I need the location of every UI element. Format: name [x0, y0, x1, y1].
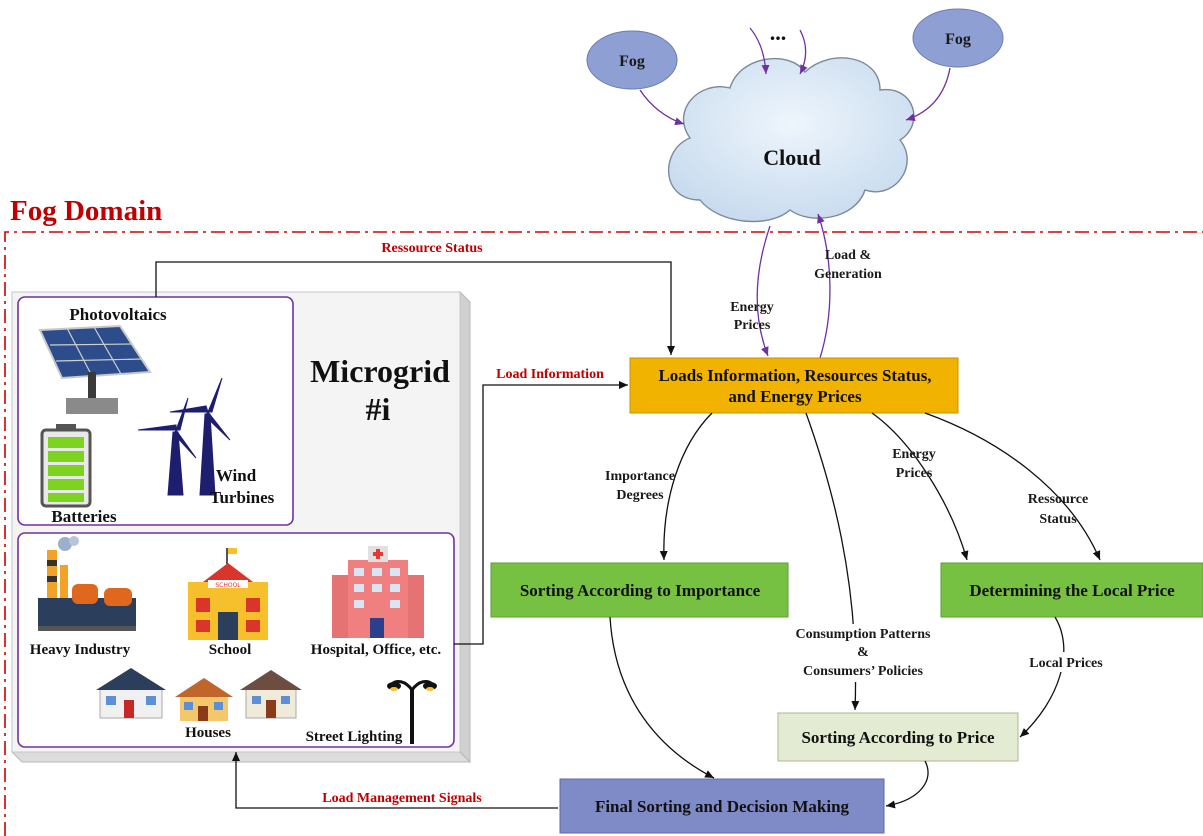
- edge-local-price-to-price-sort: [1019, 616, 1065, 738]
- fog-node-left-label: Fog: [619, 53, 645, 70]
- price-sort-box: [777, 712, 1019, 762]
- fog-right-to-cloud-arrow: [905, 67, 951, 121]
- resource-status-link-label: Ressource Status: [381, 241, 483, 256]
- photovoltaics-label: Photovoltaics: [69, 305, 167, 324]
- hospital-icon: [332, 546, 424, 638]
- edge-price-sort-to-final: [885, 760, 929, 809]
- ellipsis-arrow-left: [749, 27, 770, 75]
- houses-icon: [96, 668, 302, 721]
- wind-label-1: Wind: [216, 466, 257, 485]
- edge-local-prices-label-bg: [1014, 652, 1118, 672]
- edge-resource-label-1: Ressource: [1028, 492, 1088, 507]
- edge-info-to-local-price-status: [924, 412, 1101, 561]
- street-lighting-label: Street Lighting: [306, 729, 403, 745]
- school-sign-text: SCHOOL: [215, 582, 241, 589]
- info-to-cloud-arrow: [817, 213, 831, 359]
- load-generation-label-2: Generation: [814, 267, 882, 282]
- street-light-icon: [387, 680, 437, 744]
- local-price-box-label: Determining the Local Price: [969, 581, 1175, 600]
- wind-turbine-icon: [137, 377, 231, 496]
- cloud-label: Cloud: [763, 145, 820, 170]
- more-fogs-ellipsis: ...: [770, 20, 787, 45]
- info-box-line-1: Loads Information, Resources Status,: [658, 366, 931, 385]
- fog-node-left: [586, 30, 678, 90]
- edge-info-to-local-price: [871, 412, 969, 561]
- load-management-link-label: Load Management Signals: [322, 791, 482, 806]
- importance-box: [490, 562, 789, 618]
- edge-energy-label-2: Prices: [896, 466, 933, 481]
- final-decision-box-label: Final Sorting and Decision Making: [595, 797, 850, 816]
- fog-node-right-label: Fog: [945, 31, 971, 48]
- edge-importance-to-final: [609, 616, 715, 779]
- local-price-box: [940, 562, 1203, 618]
- microgrid-index: #i: [366, 391, 391, 427]
- edge-consumption-label-2: &: [857, 645, 869, 660]
- edge-energy-label-1: Energy: [892, 447, 936, 462]
- load-information-link-label: Load Information: [496, 367, 604, 382]
- edge-resource-label-2: Status: [1039, 512, 1077, 527]
- load-generation-label-1: Load &: [825, 248, 871, 263]
- ellipsis-arrow-right: [799, 29, 808, 75]
- factory-icon: [38, 536, 136, 631]
- batteries-label: Batteries: [51, 507, 117, 526]
- hospital-label: Hospital, Office, etc.: [311, 642, 442, 658]
- resource-status-connector: [155, 261, 675, 355]
- edge-consumption-label-1: Consumption Patterns: [796, 627, 932, 642]
- cloud-shape: [668, 57, 915, 223]
- school-icon: SCHOOL: [188, 548, 268, 640]
- battery-icon: [40, 424, 92, 508]
- edge-importance-label-2: Degrees: [616, 488, 664, 503]
- fog-node-right: [912, 8, 1004, 68]
- edge-importance-label-1: Importance: [605, 469, 675, 484]
- load-management-connector: [232, 752, 558, 809]
- info-box: [629, 357, 959, 414]
- edge-info-to-importance: [659, 412, 713, 561]
- wind-label-2: Turbines: [210, 488, 275, 507]
- info-box-line-2: and Energy Prices: [728, 387, 862, 406]
- edge-consumption-label-bg: [780, 624, 946, 682]
- solar-panel-icon: [38, 324, 152, 414]
- final-decision-box: [559, 778, 885, 834]
- houses-label: Houses: [185, 725, 231, 741]
- cloud-to-info-arrow: [756, 225, 771, 357]
- importance-box-label: Sorting According to Importance: [520, 581, 761, 600]
- fog-domain-border: [4, 231, 1203, 836]
- fog-left-to-cloud-arrow: [639, 89, 685, 126]
- industry-label: Heavy Industry: [30, 642, 131, 658]
- edge-local-prices-label: Local Prices: [1029, 656, 1103, 671]
- fog-domain-title: Fog Domain: [10, 195, 162, 227]
- load-information-connector: [454, 381, 628, 645]
- microgrid-title: Microgrid: [310, 353, 450, 389]
- price-sort-box-label: Sorting According to Price: [801, 728, 995, 747]
- energy-prices-label-1: Energy: [730, 300, 774, 315]
- school-label: School: [209, 642, 252, 658]
- energy-prices-label-2: Prices: [734, 318, 771, 333]
- edge-consumption-label-3: Consumers’ Policies: [803, 664, 923, 679]
